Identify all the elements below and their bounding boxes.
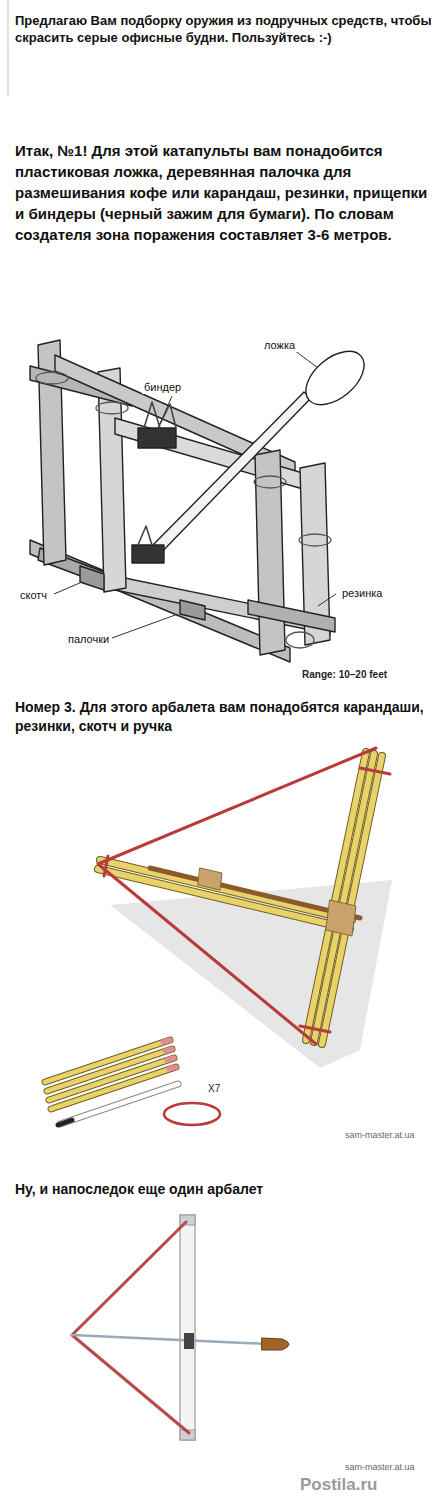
quantity-label: X7 — [208, 1082, 220, 1095]
edge-rule — [8, 0, 9, 96]
site-logo: Postila.ru — [300, 1474, 377, 1495]
watermark: sam-master.at.ua — [345, 1130, 415, 1141]
crossbow-text: Ну, и напоследок еще один арбалет — [15, 1180, 435, 1199]
pen-crossbow — [72, 1215, 289, 1440]
part-label: скотч — [18, 588, 49, 602]
intro-text: Предлагаю Вам подборку оружия из подручн… — [15, 12, 435, 46]
pencil-crossbow — [98, 748, 392, 1068]
crossbow-text: Номер 3. Для этого арбалета вам понадобя… — [15, 698, 435, 736]
crossbow-parts — [45, 1040, 220, 1125]
catapult-drawing — [30, 340, 374, 662]
part-label: резинка — [340, 586, 384, 600]
leader-lines — [54, 350, 336, 638]
part-label: биндер — [142, 380, 183, 394]
range-note: Range: 10–20 feet — [300, 668, 389, 681]
catapult-text: Итак, №1! Для этой катапульты вам понадо… — [15, 140, 435, 245]
part-label: ложка — [262, 338, 297, 352]
part-label: палочки — [66, 632, 111, 646]
watermark: sam-master.at.ua — [345, 1462, 415, 1473]
